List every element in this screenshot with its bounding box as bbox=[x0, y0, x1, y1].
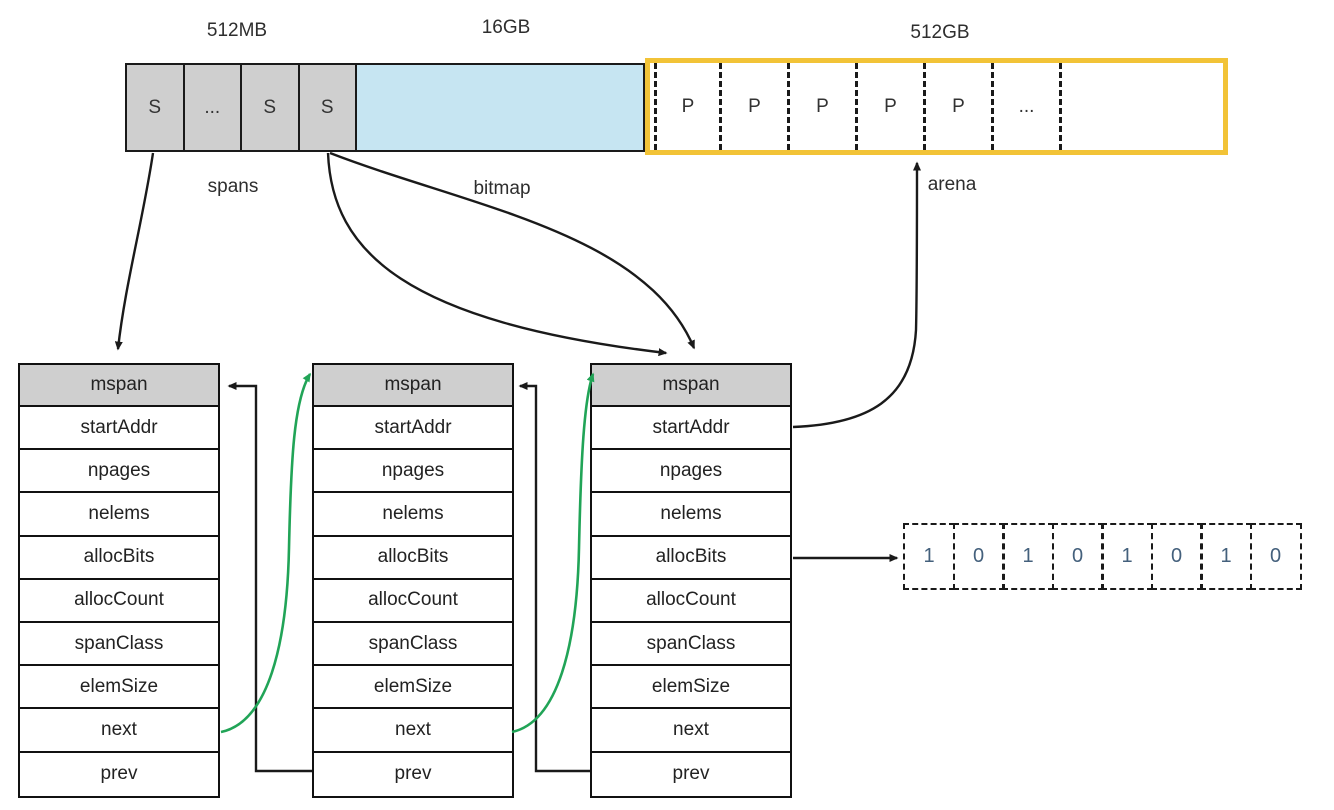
arrow-mspan2-prev-to-mspan1 bbox=[227, 382, 312, 773]
arena-size-label: 512GB bbox=[910, 22, 970, 43]
mspan-field-prev: prev bbox=[20, 752, 218, 796]
span-cell: S bbox=[299, 65, 357, 150]
mspan-field-allocBits: allocBits bbox=[592, 536, 790, 580]
mspan-field-allocCount: allocCount bbox=[314, 579, 512, 623]
spans-label: spans bbox=[207, 176, 259, 197]
bitmap-section bbox=[357, 65, 643, 150]
arena-page-cell: P bbox=[654, 63, 722, 150]
mspan-table-header: mspan bbox=[314, 365, 512, 407]
span-cell: S bbox=[127, 65, 185, 150]
arena-empty-cell bbox=[1062, 63, 1223, 150]
arena-page-cell: P bbox=[926, 63, 994, 150]
alloc-bit-cell: 1 bbox=[1200, 523, 1252, 590]
mspan-field-next: next bbox=[592, 709, 790, 753]
arena-page-cell: P bbox=[790, 63, 858, 150]
arrow-mspan3-prev-to-mspan2 bbox=[518, 382, 590, 773]
mspan-field-next: next bbox=[20, 709, 218, 753]
arena-page-cell: ... bbox=[994, 63, 1062, 150]
mspan-field-allocBits: allocBits bbox=[20, 536, 218, 580]
arrow-spans-to-mspan1 bbox=[114, 152, 155, 351]
mspan-field-next: next bbox=[314, 709, 512, 753]
arena-label: arena bbox=[927, 174, 977, 195]
alloc-bit-cell: 1 bbox=[1101, 523, 1153, 590]
mspan-field-npages: npages bbox=[20, 450, 218, 494]
alloc-bit-cell: 1 bbox=[903, 523, 955, 590]
arrow-mspan1-next-to-mspan2 bbox=[220, 372, 312, 734]
mspan-field-allocCount: allocCount bbox=[592, 579, 790, 623]
arrow-startaddr-to-arena bbox=[792, 161, 921, 429]
mspan-field-elemSize: elemSize bbox=[314, 666, 512, 710]
arena-page-cell: P bbox=[722, 63, 790, 150]
arena-page-cell: P bbox=[858, 63, 926, 150]
mspan-field-prev: prev bbox=[592, 752, 790, 796]
mspan-field-nelems: nelems bbox=[20, 493, 218, 537]
arrow-mspan2-next-to-mspan3 bbox=[511, 372, 595, 734]
span-cell: S bbox=[242, 65, 300, 150]
mspan-table-header: mspan bbox=[20, 365, 218, 407]
mspan-field-elemSize: elemSize bbox=[592, 666, 790, 710]
mspan-field-elemSize: elemSize bbox=[20, 666, 218, 710]
mspan-field-prev: prev bbox=[314, 752, 512, 796]
mspan-field-spanClass: spanClass bbox=[314, 622, 512, 667]
alloc-bit-cell: 0 bbox=[952, 523, 1005, 590]
mspan-table-header: mspan bbox=[592, 365, 790, 407]
mspan-field-nelems: nelems bbox=[592, 493, 790, 537]
mspan-field-npages: npages bbox=[592, 450, 790, 494]
spans-size-label: 512MB bbox=[206, 20, 268, 41]
mspan-field-startAddr: startAddr bbox=[314, 407, 512, 451]
alloc-bit-cell: 1 bbox=[1002, 523, 1054, 590]
mspan-field-allocBits: allocBits bbox=[314, 536, 512, 580]
mspan-field-spanClass: spanClass bbox=[592, 622, 790, 667]
mspan-field-npages: npages bbox=[314, 450, 512, 494]
mspan-field-allocCount: allocCount bbox=[20, 579, 218, 623]
span-cell: ... bbox=[184, 65, 242, 150]
alloc-bit-cell: 0 bbox=[1150, 523, 1203, 590]
mspan-field-startAddr: startAddr bbox=[20, 407, 218, 451]
mspan-field-nelems: nelems bbox=[314, 493, 512, 537]
alloc-bit-cell: 0 bbox=[1051, 523, 1104, 590]
bitmap-size-label: 16GB bbox=[481, 17, 531, 38]
mspan-field-spanClass: spanClass bbox=[20, 622, 218, 667]
bitmap-label: bitmap bbox=[473, 178, 531, 199]
mspan-field-startAddr: startAddr bbox=[592, 407, 790, 451]
alloc-bit-cell: 0 bbox=[1249, 523, 1302, 590]
